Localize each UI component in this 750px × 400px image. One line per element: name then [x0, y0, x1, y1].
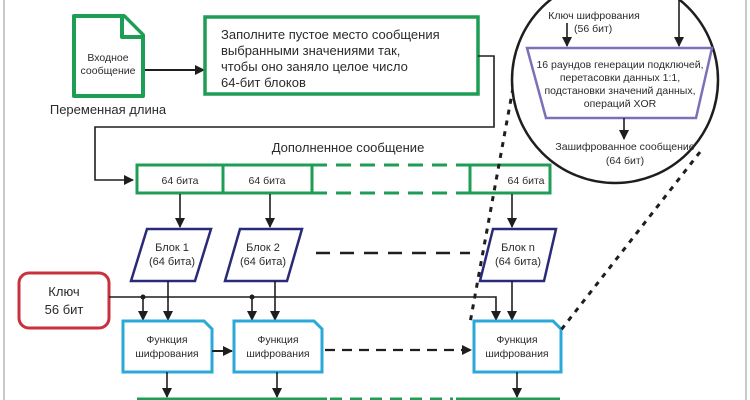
zoom-line-right [559, 151, 702, 331]
process-line-1: 16 раундов генерации подключей, [536, 59, 703, 71]
f1-line1: Функция [146, 334, 187, 346]
des-detail-circle: Ключ шифрования (56 бит) 16 раундов гене… [510, 0, 720, 185]
variable-length-caption: Переменная длина [50, 102, 167, 117]
padded-message-bar: 64 бита 64 бита 64 бита [135, 163, 552, 195]
block-1-line1: Блок 1 [155, 242, 189, 254]
cell-n-label: 64 бита [507, 175, 544, 187]
circle-key-label-2: (56 бит) [574, 23, 612, 35]
padding-line-2: выбранными значениями так, [221, 43, 400, 58]
block-1: Блок 1 (64 бита) [129, 227, 213, 283]
fn-line2: шифрования [485, 348, 548, 360]
cell-2-label: 64 бита [248, 175, 285, 187]
process-line-2: перетасовки данных 1:1, [560, 72, 680, 84]
padding-line-1: Заполните пустое место сообщения [221, 27, 440, 42]
key-line2: 56 бит [45, 302, 84, 317]
key-box: Ключ 56 бит [17, 271, 111, 330]
circle-output-2: (64 бит) [606, 155, 644, 167]
arrow-padding-to-message [94, 55, 495, 185]
encryption-function-1: Функция шифрования [121, 319, 214, 374]
fn-line1: Функция [496, 334, 537, 346]
key-line1: Ключ [48, 284, 79, 299]
block-n-line1: Блок n [501, 242, 535, 254]
block-n: Блок n (64 бита) [478, 227, 558, 283]
input-doc-line2: сообщение [81, 65, 136, 77]
padded-message-title: Дополненное сообщение [272, 140, 425, 155]
f2-line1: Функция [257, 334, 298, 346]
block-2-line1: Блок 2 [246, 242, 280, 254]
padding-line-4: 64-бит блоков [221, 75, 306, 90]
circle-key-label-1: Ключ шифрования [548, 10, 640, 22]
f1-line2: шифрования [135, 348, 198, 360]
process-line-4: операций XOR [584, 98, 657, 110]
circle-output-1: Зашифрованное сообщение [555, 141, 694, 153]
block-n-line2: (64 бита) [495, 256, 541, 268]
cell-1-label: 64 бита [161, 175, 198, 187]
block-1-line2: (64 бита) [149, 256, 195, 268]
padding-instruction-box: Заполните пустое место сообщения выбранн… [203, 15, 480, 96]
input-message-document: Входное сообщение [72, 14, 145, 98]
block-2-line2: (64 бита) [240, 256, 286, 268]
process-line-3: подстановки значений данных, [544, 85, 695, 97]
zoom-line-left [468, 87, 515, 324]
input-doc-line1: Входное [87, 52, 128, 64]
key-bus-line [109, 296, 501, 321]
encryption-function-2: Функция шифрования [232, 319, 324, 374]
functions-continuation-arrowhead [462, 345, 472, 355]
encryption-function-n: Функция шифрования [472, 319, 563, 374]
rounds-process-trapezoid [525, 46, 714, 120]
f2-line2: шифрования [246, 348, 309, 360]
padding-line-3: чтобы оно заняло целое число [221, 59, 408, 74]
block-2: Блок 2 (64 бита) [223, 227, 304, 283]
